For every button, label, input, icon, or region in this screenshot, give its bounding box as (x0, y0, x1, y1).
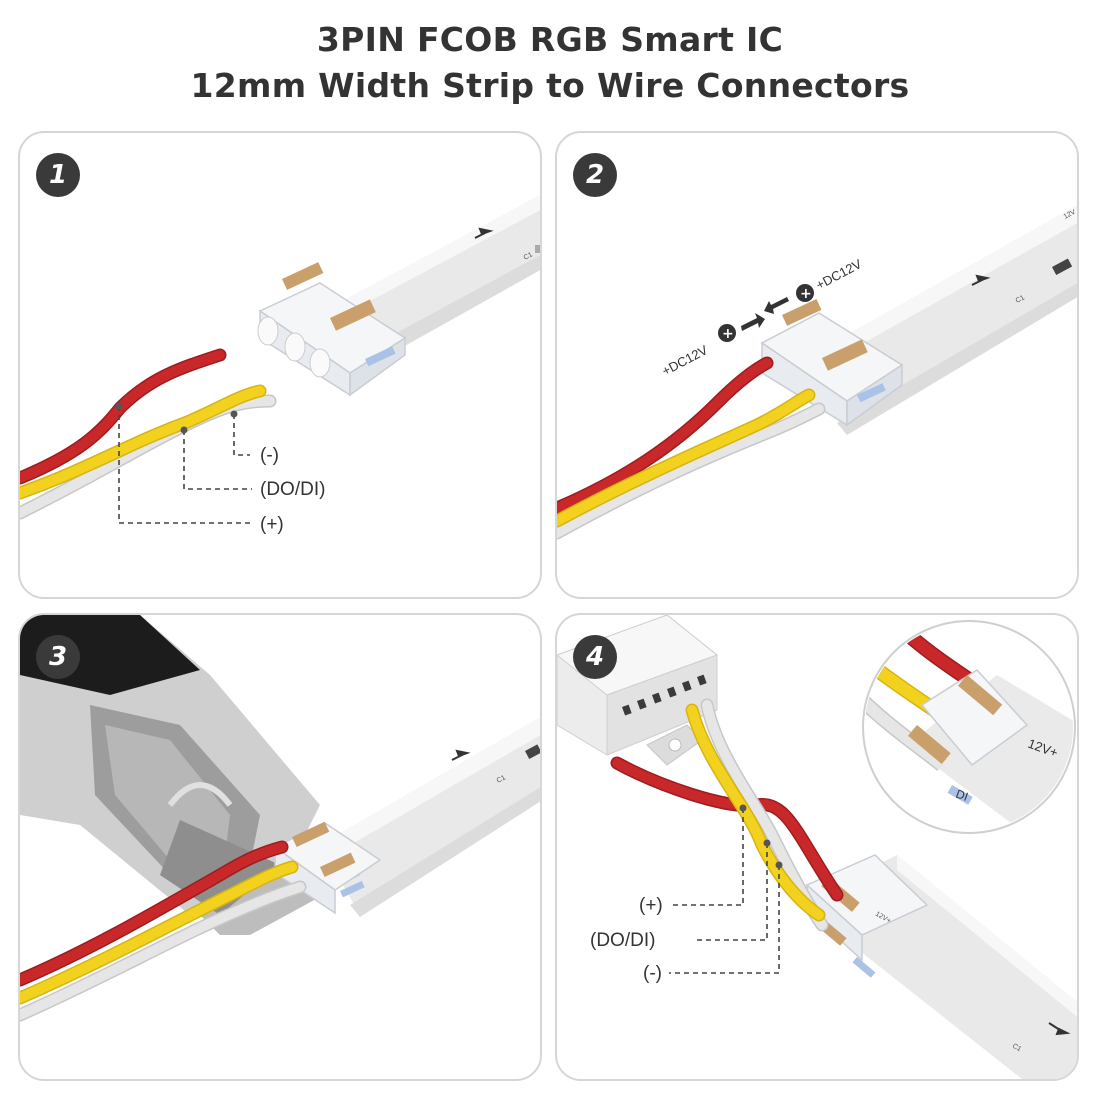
wires (557, 356, 826, 540)
label-plus: (+) (639, 895, 663, 916)
strip-connector (257, 262, 407, 397)
step-4-illustration: C1 12V+ (+) (DO/DI) (-) (557, 615, 1077, 1079)
step-1-illustration: C1 (20, 195, 540, 535)
arrow-right-icon (741, 313, 765, 331)
polarity-label-left: +DC12V (659, 342, 710, 379)
plus-icon-left (718, 324, 736, 342)
wires (20, 348, 277, 520)
strip-connector (760, 298, 904, 427)
zoom-inset: 12V+ DI (862, 620, 1076, 834)
wires (20, 840, 307, 1022)
svg-text:+: + (800, 286, 812, 302)
step-4-badge: 4 (573, 635, 617, 679)
arrow-left-icon (764, 297, 789, 314)
svg-text:C1: C1 (1011, 1043, 1022, 1054)
step-3-illustration: C1 (20, 615, 540, 1022)
svg-text:C1: C1 (1015, 294, 1026, 304)
polarity-label-right: +DC12V (813, 256, 864, 293)
title-line-1: 3PIN FCOB RGB Smart IC (316, 20, 784, 59)
label-minus: (-) (643, 963, 662, 984)
title-line-2: 12mm Width Strip to Wire Connectors (190, 66, 910, 105)
svg-text:+: + (722, 326, 734, 342)
label-data: (DO/DI) (260, 479, 325, 500)
led-strip: C1 (320, 717, 540, 917)
svg-text:C1: C1 (496, 774, 507, 784)
step-1-badge: 1 (36, 153, 80, 197)
step-2-badge: 2 (573, 153, 617, 197)
step-1-panel: 1 C1 (18, 131, 542, 599)
step-3-badge: 3 (36, 635, 80, 679)
led-controller (557, 615, 719, 766)
callout-lines (118, 406, 252, 524)
step-3-panel: 3 C1 (18, 613, 542, 1081)
label-minus: (-) (260, 445, 279, 466)
callout-lines (669, 808, 780, 974)
step-2-panel: 2 C1 12V +DC12V + (555, 131, 1079, 599)
step-2-illustration: C1 12V +DC12V + + +DC12V (557, 205, 1077, 540)
label-data: (DO/DI) (590, 930, 655, 951)
inset-pin-label: DI (954, 787, 970, 804)
step-4-panel: 4 C1 (555, 613, 1079, 1081)
plus-icon-right (796, 284, 814, 302)
wires (610, 698, 844, 932)
label-plus: (+) (260, 514, 284, 535)
svg-text:C1: C1 (523, 251, 534, 261)
